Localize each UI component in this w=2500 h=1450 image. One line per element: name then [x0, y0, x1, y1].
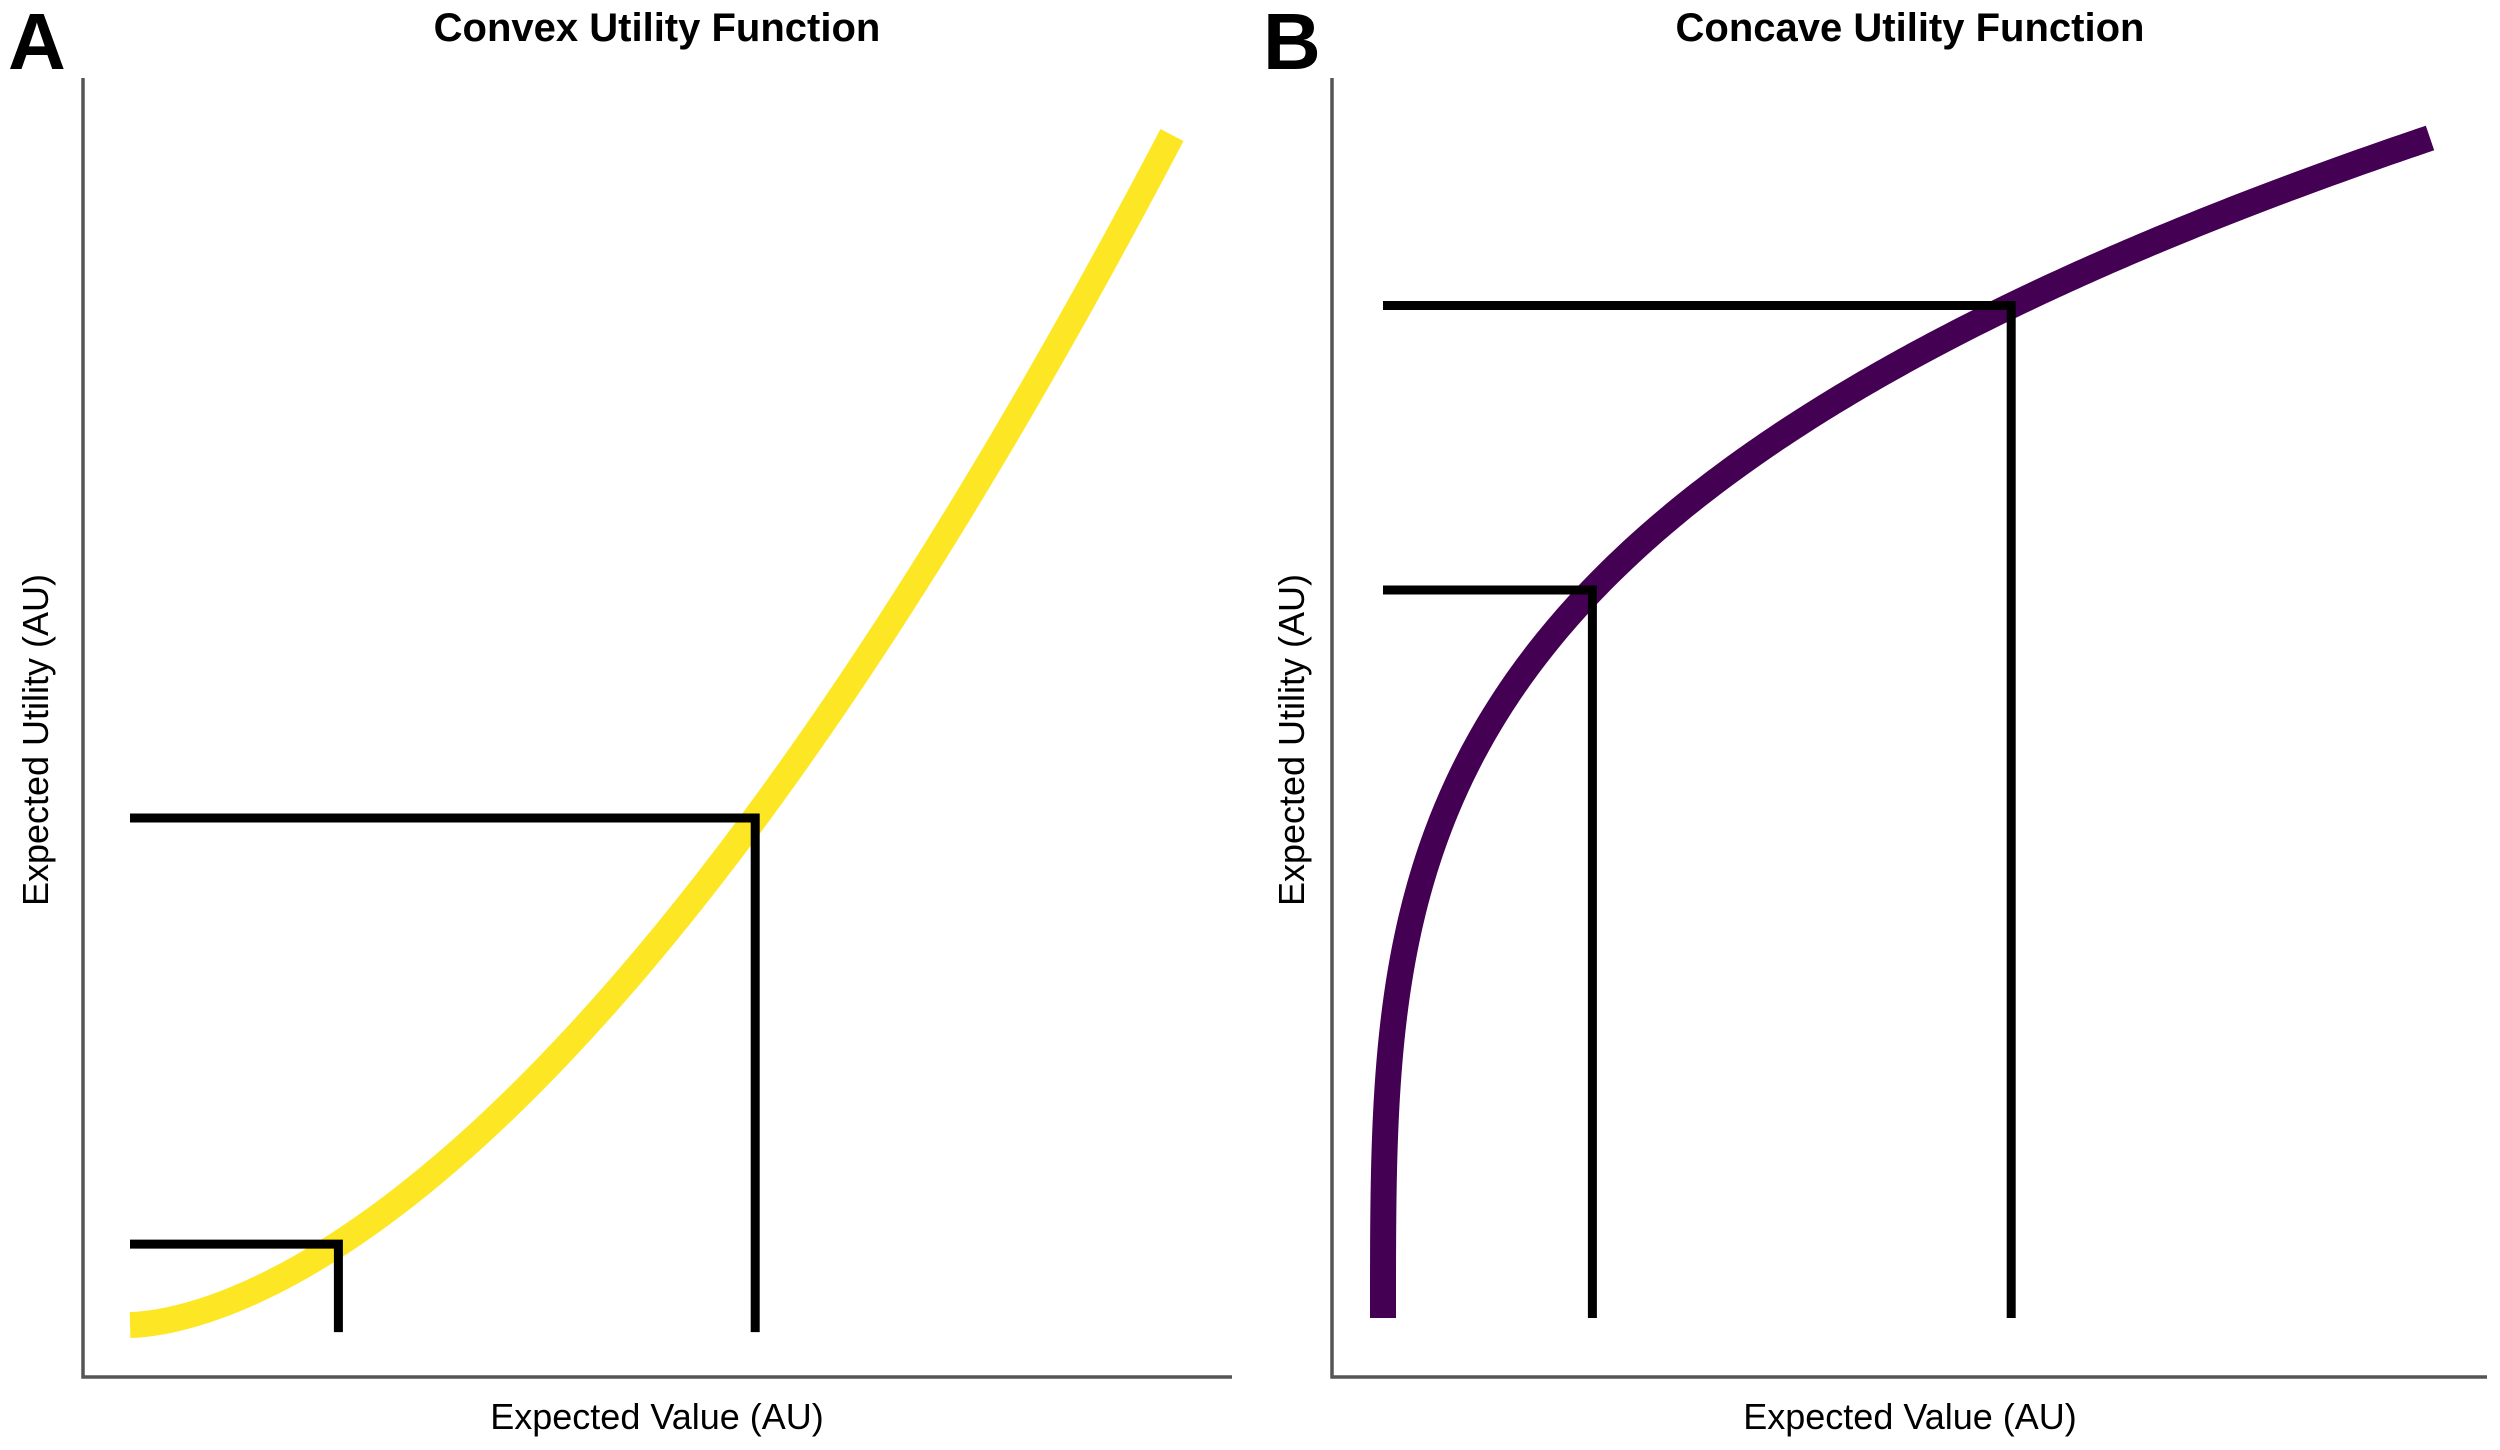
panel-b-x-axis-label: Expected Value (AU) — [1743, 1396, 2077, 1437]
panel-a-label: A — [8, 0, 66, 86]
panel-a-x-axis-label: Expected Value (AU) — [490, 1396, 824, 1437]
panel-a-title: Convex Utility Function — [433, 6, 881, 50]
panel-a-y-axis-label: Expected Utility (AU) — [15, 573, 56, 907]
panel-a-reference-line-ev-0.2 — [130, 1239, 343, 1333]
panel-b-label: B — [1263, 0, 1321, 86]
panel-b-axes — [1330, 78, 2487, 1379]
panel-a-axes — [81, 78, 1232, 1379]
panel-b-concave-utility-curve — [1370, 125, 2435, 1318]
panel-b-reference-line-ev-0.2 — [1383, 585, 1597, 1318]
panel-b-title: Concave Utility Function — [1675, 6, 2145, 50]
panel-a-convex-utility-curve — [120, 128, 1184, 1338]
panel-b-y-axis-label: Expected Utility (AU) — [1271, 573, 1312, 907]
panel-a-reference-line-ev-0.6 — [130, 813, 760, 1333]
panel-b-reference-line-ev-0.6 — [1383, 301, 2016, 1318]
